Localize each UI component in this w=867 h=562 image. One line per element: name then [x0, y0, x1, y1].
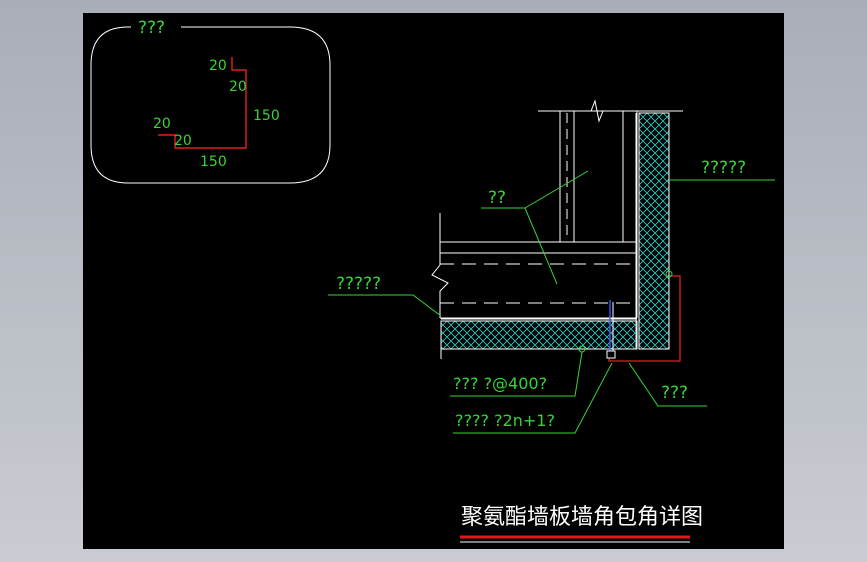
- leader-corner-trim: [628, 362, 707, 407]
- dim-top-20a: 20: [209, 58, 227, 74]
- label-corner-trim: ???: [661, 383, 688, 403]
- beam: [431, 213, 638, 319]
- leader-column: [481, 207, 558, 285]
- leader-rivet: [450, 351, 583, 397]
- dim-top-20b: 20: [229, 79, 247, 95]
- label-roof-panel: ?????: [336, 274, 381, 294]
- leader-screw: [453, 362, 613, 434]
- wall-panel: [635, 112, 670, 350]
- leader-roof-panel: [328, 294, 442, 317]
- label-column: ??: [488, 188, 506, 208]
- inset-title: ???: [138, 18, 165, 38]
- inset-profile-box: ??? 20 20 150 20 20 150: [90, 17, 331, 184]
- dim-left-20a: 20: [153, 116, 171, 132]
- label-self-tap: ???? ?2n+1?: [455, 411, 555, 430]
- self-tapping-screw: [606, 300, 616, 359]
- roof-panel: [440, 318, 638, 359]
- dim-left-20b: 20: [174, 133, 192, 149]
- dim-bottom-150: 150: [200, 154, 227, 170]
- inset-title-gap: [131, 17, 181, 39]
- detail-drawing: ??? 20 20 150 20 20 150: [90, 17, 775, 543]
- leader-lines: [328, 170, 775, 434]
- column: [538, 99, 683, 242]
- flashing-profile-line: [158, 57, 247, 149]
- dim-right-150: 150: [253, 108, 280, 124]
- cad-drawing-canvas[interactable]: ??? 20 20 150 20 20 150: [83, 13, 784, 549]
- drawing-title: 聚氨酯墙板墙角包角详图: [461, 505, 703, 530]
- label-wall-panel: ?????: [701, 158, 746, 178]
- label-rivet: ??? ?@400?: [453, 374, 547, 393]
